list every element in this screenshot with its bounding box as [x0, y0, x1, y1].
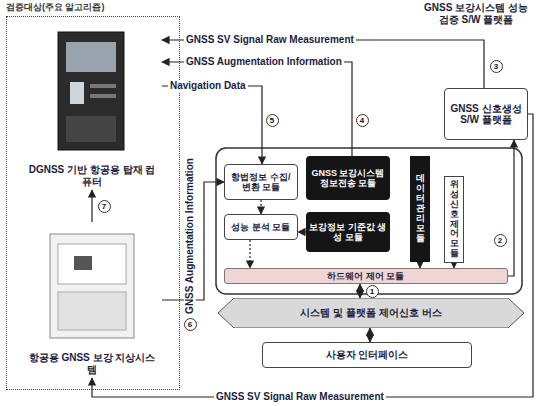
callout-number: 7	[98, 200, 111, 213]
control-bar: 하드웨어 제어 모듈	[224, 268, 508, 284]
connector	[508, 140, 514, 276]
node-text: 데이터 관리 모듈	[416, 174, 425, 243]
node-text: GNSS 보강시스템 정보전송 모듈	[309, 168, 387, 189]
group-frame: 검증대상(주요 알고리즘) DGNSS 기반 항공용 탑재 컴퓨터항공용 GNSS…	[6, 2, 180, 390]
node-text: 검증대상(주요 알고리즘)	[6, 2, 107, 12]
node-text: 사용자 인터페이스	[326, 349, 409, 361]
cabinet-panel	[58, 244, 126, 284]
device-box: 항공용 GNSS 보강 지상시스템	[22, 222, 162, 378]
dotted-border	[6, 16, 180, 390]
node-text: 보강정보 기준값 생성 모듈	[309, 222, 387, 243]
callout-number: 5	[266, 114, 279, 127]
vertical-module: 위성신호 제어 모듈	[444, 176, 464, 263]
connector	[162, 62, 352, 156]
vertical-module: 데이터 관리 모듈	[410, 156, 430, 262]
edge-label: GNSS SV Signal Raw Measurement	[184, 34, 356, 46]
connector	[359, 284, 360, 298]
node-text: 위성신호 제어 모듈	[450, 180, 459, 259]
computer-panel	[66, 42, 116, 72]
computer-body	[58, 32, 124, 150]
edge-label: GNSS Augmentation Information	[184, 56, 344, 68]
node-text: GNSS 신호생성 S/W 플랫폼	[449, 103, 523, 126]
module-box: 성능 분석 모듈	[224, 214, 298, 240]
node-text: 시스템 및 플랫폼 제어신호 버스	[300, 307, 441, 319]
node-text: 항법정보 수집/변환 모듈	[228, 172, 294, 193]
callout-number: 3	[490, 60, 503, 73]
bus-arrow: 시스템 및 플랫폼 제어신호 버스	[218, 298, 524, 328]
edge-label: Navigation Data	[168, 80, 248, 92]
cabinet-screen	[74, 256, 92, 270]
computer-display	[70, 82, 84, 104]
connector	[92, 114, 533, 397]
process-box: GNSS 신호생성 S/W 플랫폼	[444, 88, 528, 140]
connector	[298, 231, 306, 232]
callout-number: 2	[494, 234, 507, 247]
callout-number: 1	[366, 285, 379, 298]
device-box: DGNSS 기반 항공용 탑재 컴퓨터	[22, 24, 162, 190]
edge-label: GNSS Augmentation Information	[184, 156, 196, 316]
callout-number: 6	[184, 318, 197, 331]
node-text: 성능 분석 모듈	[231, 222, 290, 232]
bus-outline	[218, 298, 524, 328]
connector	[162, 86, 262, 164]
platform-frame	[216, 148, 522, 294]
edge-label: GNSS SV Signal Raw Measurement	[214, 391, 386, 403]
computer-slot	[90, 94, 116, 98]
node-text: 항공용 GNSS 보강 지상시스템	[26, 352, 158, 375]
module-box: GNSS 보강시스템 정보전송 모듈	[306, 156, 390, 200]
cabinet-door	[58, 292, 126, 330]
connector	[249, 240, 250, 268]
connector	[369, 328, 370, 342]
module-box: 보강정보 기준값 생성 모듈	[306, 212, 390, 252]
ground-station-cabinet	[50, 234, 134, 338]
module-box: 항법정보 수집/변환 모듈	[224, 164, 298, 200]
connector	[91, 190, 92, 222]
process-box: 사용자 인터페이스	[262, 342, 472, 368]
platform-title: GNSS 보강시스템 성능검증 S/W 플랫폼	[420, 2, 532, 26]
callout-number: 4	[356, 114, 369, 127]
computer-base	[66, 116, 116, 142]
node-text: 하드웨어 제어 모듈	[327, 271, 404, 281]
computer-slot	[90, 84, 116, 88]
node-text: DGNSS 기반 항공용 탑재 컴퓨터	[26, 164, 158, 187]
connector	[260, 200, 261, 214]
